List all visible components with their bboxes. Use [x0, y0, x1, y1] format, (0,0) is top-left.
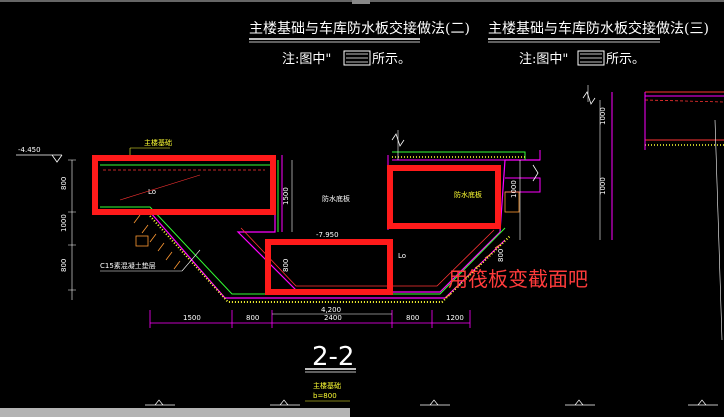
- top-strip: [0, 0, 724, 4]
- bottom-dimension-chain: 1500 800 2400 800 1200 4,200: [149, 306, 471, 328]
- right-vertical-dim-2: 1000: [599, 177, 607, 195]
- right-box-label: 防水底板: [454, 190, 482, 199]
- footer-label-2: b=800: [313, 392, 337, 400]
- center-dim-small: 800: [282, 259, 290, 272]
- bottom-dim-2: 800: [246, 314, 259, 322]
- note-3: 注:图中" 所示。: [519, 50, 645, 67]
- lo-right-label: Lo: [398, 252, 406, 260]
- bottom-dim-top: 4,200: [321, 306, 341, 314]
- blinding-callout-label: C15素混凝土垫层: [100, 261, 156, 270]
- note-2: 注:图中" 所示。: [282, 50, 411, 67]
- detail-title-2-text: 主楼基础与车库防水板交接做法(二): [249, 20, 470, 37]
- footer-label-1: 主楼基础: [313, 381, 341, 390]
- detail-title-3-text: 主楼基础与车库防水板交接做法(三): [488, 20, 709, 37]
- center-dim-1: 1500: [282, 187, 290, 205]
- center-vertical-dimensions: 1500 800 1000 800: [282, 160, 521, 272]
- note-3-prefix: 注:图中": [519, 52, 568, 67]
- bottom-dim-1: 1500: [183, 314, 201, 322]
- hatch-symbol-icon: [343, 50, 371, 66]
- left-dim-3: 800: [60, 259, 68, 272]
- right-small-dim: 800: [497, 249, 505, 262]
- lo-left-label: Lo: [148, 188, 156, 196]
- bottom-dim-4: 800: [406, 314, 419, 322]
- center-slab-label: 防水底板: [322, 194, 350, 203]
- detail-title-2: 主楼基础与车库防水板交接做法(二): [249, 20, 470, 43]
- left-vertical-dimensions: 800 1000 800: [60, 159, 76, 300]
- annotation-text: 用筏板变截面吧: [448, 267, 588, 291]
- detail-3-partial: 1000 1000: [599, 91, 724, 341]
- detail-title-3: 主楼基础与车库防水板交接做法(三): [488, 20, 709, 43]
- elevation-center-text: -7.950: [316, 231, 339, 239]
- highlight-box-center[interactable]: [265, 239, 393, 295]
- member-labels: Lo Lo 防水底板 防水底板 C15素混凝土垫层 -7.950 主楼基础: [100, 138, 482, 272]
- elevation-marker-left: -4.450: [16, 146, 63, 163]
- highlight-box-left[interactable]: [92, 155, 276, 215]
- footer-labels: 主楼基础 b=800: [0, 381, 718, 417]
- highlight-box-right[interactable]: [387, 165, 501, 229]
- left-dim-1: 800: [60, 177, 68, 190]
- bottom-dim-5: 1200: [446, 314, 464, 322]
- left-dim-2: 1000: [60, 214, 68, 232]
- highlight-boxes: [92, 155, 501, 295]
- right-wall-dim: 1000: [510, 180, 518, 198]
- break-symbols: [391, 85, 596, 182]
- hatch-symbol-icon: [577, 50, 605, 66]
- note-2-suffix: 所示。: [372, 52, 411, 67]
- elevation-left-text: -4.450: [18, 146, 41, 154]
- section-label-text: 2-2: [312, 342, 354, 372]
- section-label: 2-2: [305, 342, 356, 373]
- right-vertical-dim-1: 1000: [599, 107, 607, 125]
- bottom-dim-3: 2400: [324, 314, 342, 322]
- note-3-suffix: 所示。: [606, 52, 645, 67]
- note-2-prefix: 注:图中": [282, 52, 331, 67]
- left-top-callout: 主楼基础: [144, 138, 172, 147]
